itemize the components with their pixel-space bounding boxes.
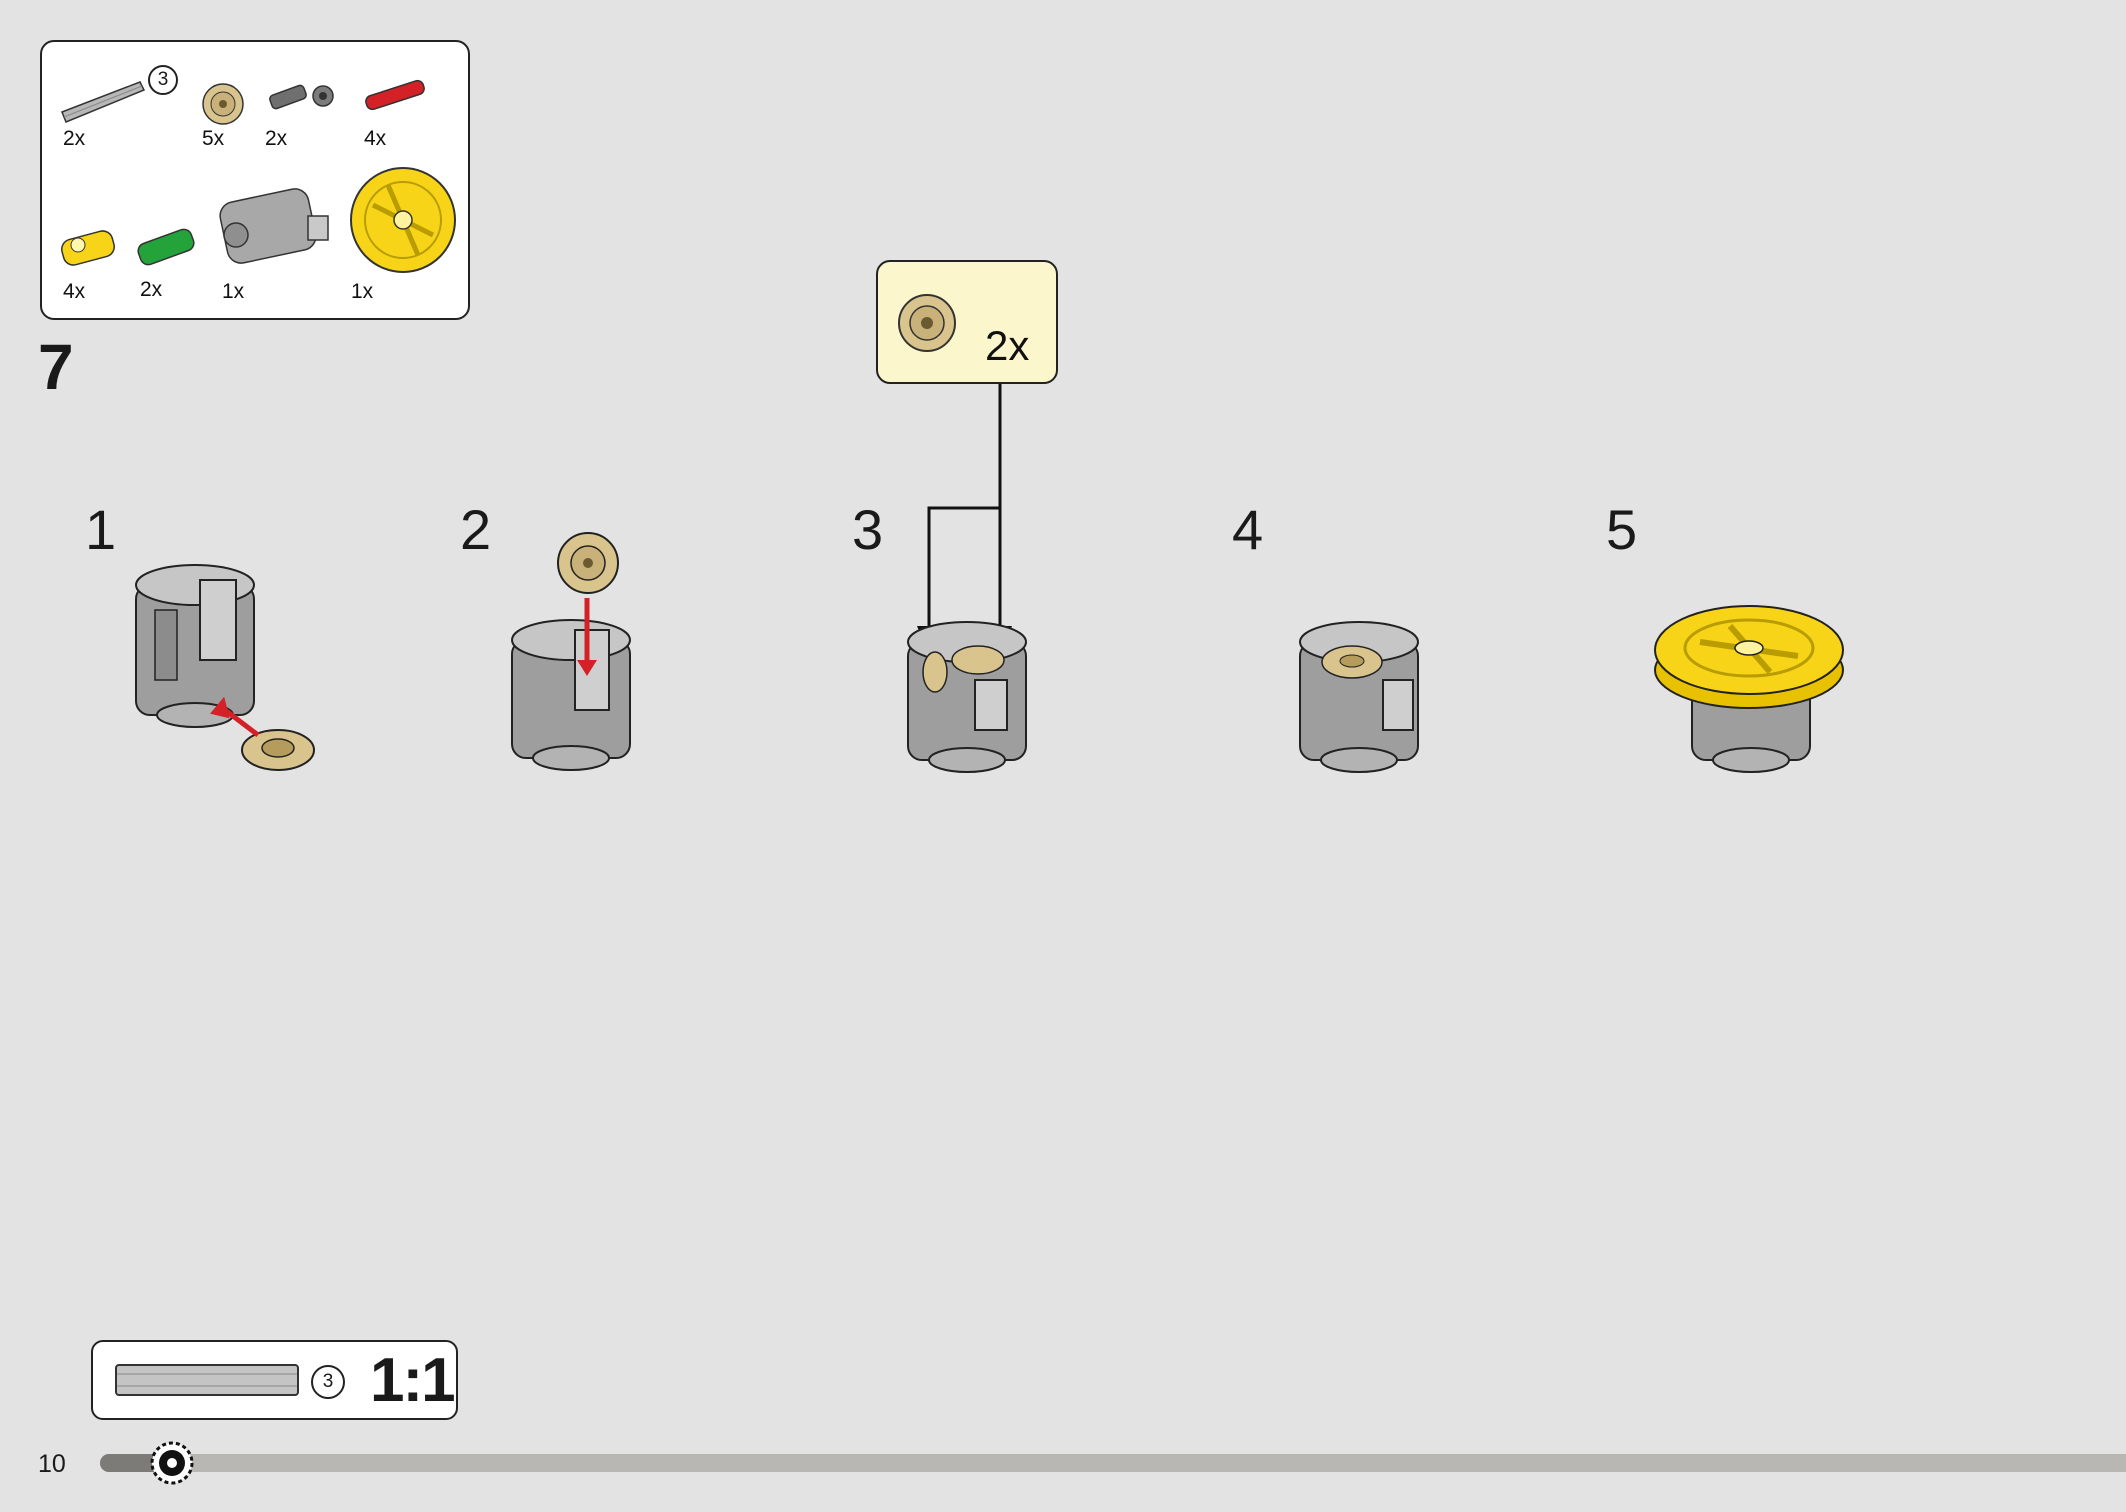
callout-arrows	[917, 384, 1012, 656]
bevel-gear-part-icon	[202, 83, 244, 125]
page-number: 10	[38, 1450, 66, 1478]
qty-axle-connector: 2x	[265, 127, 288, 150]
qty-pin-connector-green: 2x	[140, 278, 163, 301]
substep-number-2: 2	[460, 498, 492, 561]
progress-bar-track	[100, 1454, 2126, 1472]
bevel-gear-stage-2	[557, 532, 619, 594]
substep-number-5: 5	[1606, 498, 1638, 561]
callout-bevel-gear-icon	[898, 294, 956, 352]
pin-connector-yellow-part-icon	[61, 230, 115, 266]
substep-number-1: 1	[85, 498, 117, 561]
assembly-illustrations	[135, 384, 1844, 773]
scale-ratio: 1:1	[370, 1346, 456, 1415]
progress-gear-icon	[150, 1441, 194, 1485]
yellow-gear-part-icon	[350, 167, 456, 273]
differential-housing-stage-1	[135, 564, 255, 728]
differential-housing-part-icon	[219, 188, 329, 264]
parts-list-illustrations	[61, 79, 456, 273]
substep-number-3: 3	[852, 498, 884, 561]
differential-housing-stage-4	[1299, 621, 1419, 773]
callout-quantity: 2x	[985, 322, 1030, 369]
axle-part-icon	[61, 81, 146, 123]
friction-pin-part-icon	[365, 79, 425, 111]
qty-differential-housing: 1x	[222, 280, 245, 303]
progress-bar-fill	[100, 1454, 161, 1472]
axle-connector-part-icon	[269, 84, 334, 110]
red-arrow-stage-1	[223, 708, 260, 737]
differential-housing-stage-3	[907, 621, 1027, 773]
pin-connector-green-part-icon	[137, 228, 195, 266]
qty-friction-pin: 4x	[364, 127, 387, 150]
differential-housing-stage-2	[511, 619, 631, 771]
yellow-gear-stage-5	[1654, 605, 1844, 709]
axle-length-badge: 3	[148, 65, 178, 95]
scale-length-badge: 3	[311, 1365, 345, 1399]
bevel-gear-stage-1	[241, 729, 315, 771]
substep-number-4: 4	[1232, 498, 1264, 561]
qty-axle: 2x	[63, 127, 86, 150]
qty-bevel-gear: 5x	[202, 127, 225, 150]
scale-axle-icon	[115, 1364, 299, 1396]
step-number: 7	[38, 331, 74, 403]
qty-yellow-gear: 1x	[351, 280, 374, 303]
qty-pin-connector-yellow: 4x	[63, 280, 86, 303]
